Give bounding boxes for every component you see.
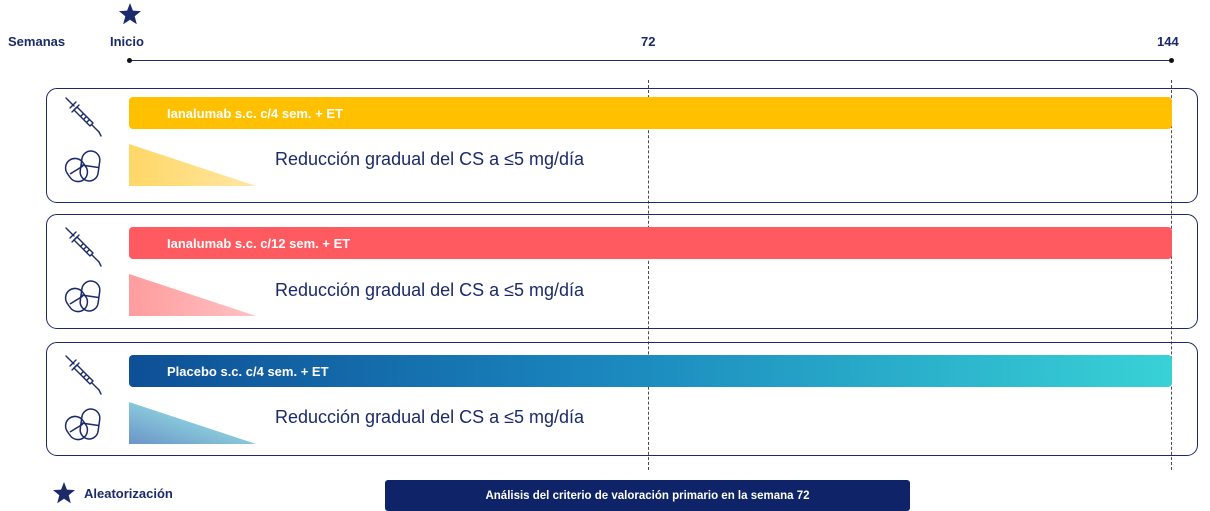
randomization-star-icon — [118, 2, 142, 26]
legend-label: Aleatorización — [84, 486, 173, 501]
steroid-taper-wedge — [129, 402, 256, 444]
treatment-bar-ianalumab-12w: Ianalumab s.c. c/12 sem. + ET — [129, 227, 1172, 259]
syringe-icon — [64, 96, 104, 140]
arm-panel-3 — [46, 342, 1198, 456]
timeline-start-dot — [127, 58, 132, 63]
week-144-guide — [1171, 80, 1172, 470]
treatment-bar-placebo-4w: Placebo s.c. c/4 sem. + ET — [129, 355, 1172, 387]
syringe-icon — [64, 226, 104, 270]
arm-panel-2 — [46, 214, 1198, 329]
steroid-taper-label: Reducción gradual del CS a ≤5 mg/día — [275, 280, 585, 300]
legend-star-icon — [52, 481, 76, 505]
treatment-bar-ianalumab-4w: Ianalumab s.c. c/4 sem. + ET — [129, 97, 1172, 129]
treatment-bar-label: Ianalumab s.c. c/12 sem. + ET — [167, 235, 351, 251]
steroid-taper-wedge — [129, 274, 256, 316]
week-72-guide — [648, 80, 649, 470]
axis-end-label: 144 — [1157, 34, 1179, 49]
treatment-bar-label: Placebo s.c. c/4 sem. + ET — [167, 363, 329, 379]
timeline-axis — [129, 60, 1172, 61]
primary-endpoint-label: Análisis del criterio de valoración prim… — [485, 489, 810, 502]
steroid-taper-label: Reducción gradual del CS a ≤5 mg/día — [275, 149, 585, 169]
timeline-end-dot — [1169, 58, 1174, 63]
pills-icon — [64, 276, 104, 316]
arm-panel-1 — [46, 88, 1198, 203]
primary-endpoint-banner: Análisis del criterio de valoración prim… — [385, 480, 910, 511]
axis-start-label: Inicio — [110, 34, 144, 49]
steroid-taper-label: Reducción gradual del CS a ≤5 mg/día — [275, 407, 585, 427]
axis-title: Semanas — [8, 34, 66, 49]
treatment-bar-label: Ianalumab s.c. c/4 sem. + ET — [167, 105, 343, 121]
axis-mid-label: 72 — [641, 34, 656, 49]
pills-icon — [64, 146, 104, 186]
steroid-taper-wedge — [129, 144, 256, 186]
pills-icon — [64, 404, 104, 444]
syringe-icon — [64, 354, 104, 398]
